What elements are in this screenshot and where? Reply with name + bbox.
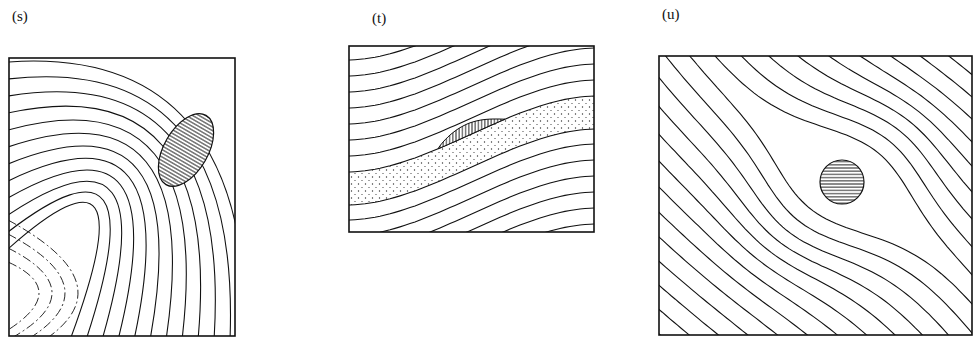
dash-dot-contour [9,262,39,330]
contour-line [9,77,230,336]
contour-line [659,56,972,335]
contour-line [349,224,594,232]
contour-line [659,71,946,335]
contour-line [9,146,159,336]
contour-line [349,46,594,76]
panel-label: (s) [12,8,28,25]
contour-line [659,153,867,335]
hatched-lens [438,119,505,149]
contour-line [9,202,99,336]
contour-line [781,56,972,248]
contour-line [741,56,972,289]
contour-line [659,56,972,335]
contour-line [349,144,594,220]
contour-line [659,56,972,335]
contour-line [349,160,594,232]
contour-line [9,170,134,336]
contour-line [659,56,972,335]
contour-line [9,120,186,336]
contour-line [807,56,972,221]
contour-line [659,56,972,335]
contour-line [689,56,972,335]
contour-line [794,56,972,234]
contour-line [349,208,594,232]
contour-line [9,133,172,336]
contour-line [349,48,594,124]
contour-line [768,56,972,262]
contour-line [9,61,235,336]
contour-line [349,176,594,232]
contour-line [659,85,933,335]
contour-line [702,56,972,330]
contour-line [662,56,972,335]
contour-line [659,181,841,335]
contour-line [820,56,972,207]
contour-line [728,56,972,303]
contour-line [349,46,594,108]
contour-line [675,56,972,335]
hatched-body [147,104,225,195]
panel-label: (t) [372,10,386,27]
dash-dot-contour [9,234,65,336]
contour-line [659,56,972,335]
contour-line [755,56,973,276]
contour-line [349,192,594,232]
contour-line [659,56,972,335]
contour-line [659,56,972,335]
contour-line [349,80,594,156]
contour-line [659,56,972,335]
contour-line [659,56,972,335]
contour-line [9,192,110,336]
contour-line [715,56,972,317]
contour-line [659,126,894,335]
hatched-body [820,160,864,204]
contour-line [9,181,122,336]
panel-label: (u) [662,6,680,23]
contour-line [659,56,972,335]
dash-dot-contour [9,220,78,336]
contour-line [349,129,594,205]
dash-dot-contour [9,248,52,336]
